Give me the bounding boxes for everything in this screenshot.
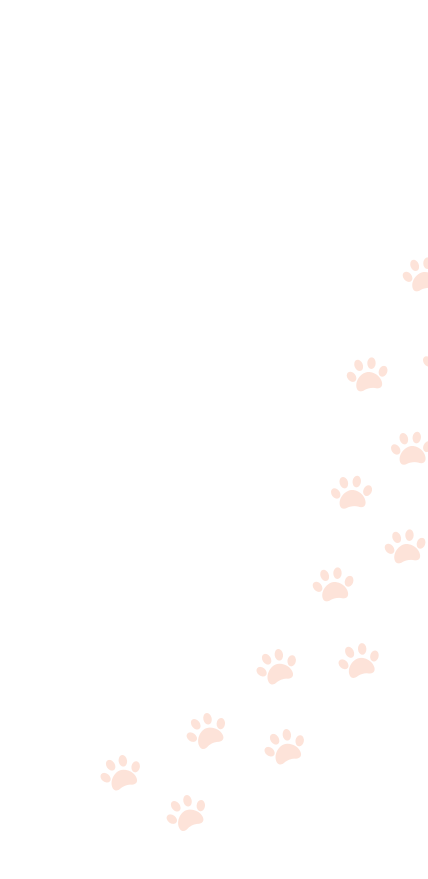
paw-print-icon — [418, 338, 428, 390]
paw-print-icon — [306, 560, 362, 616]
paw-print-icon — [91, 745, 153, 807]
paw-print-icon — [326, 470, 378, 522]
paw-print-icon — [255, 719, 317, 781]
paw-print-icon — [386, 426, 428, 478]
paw-print-icon — [396, 250, 428, 306]
paw-print-icon — [247, 639, 309, 701]
paw-print-icon — [331, 635, 390, 694]
paw-print-icon — [378, 522, 428, 578]
paw-print-icon — [340, 350, 396, 406]
paw-print-icon — [176, 702, 240, 766]
paw-print-icon — [156, 784, 220, 848]
